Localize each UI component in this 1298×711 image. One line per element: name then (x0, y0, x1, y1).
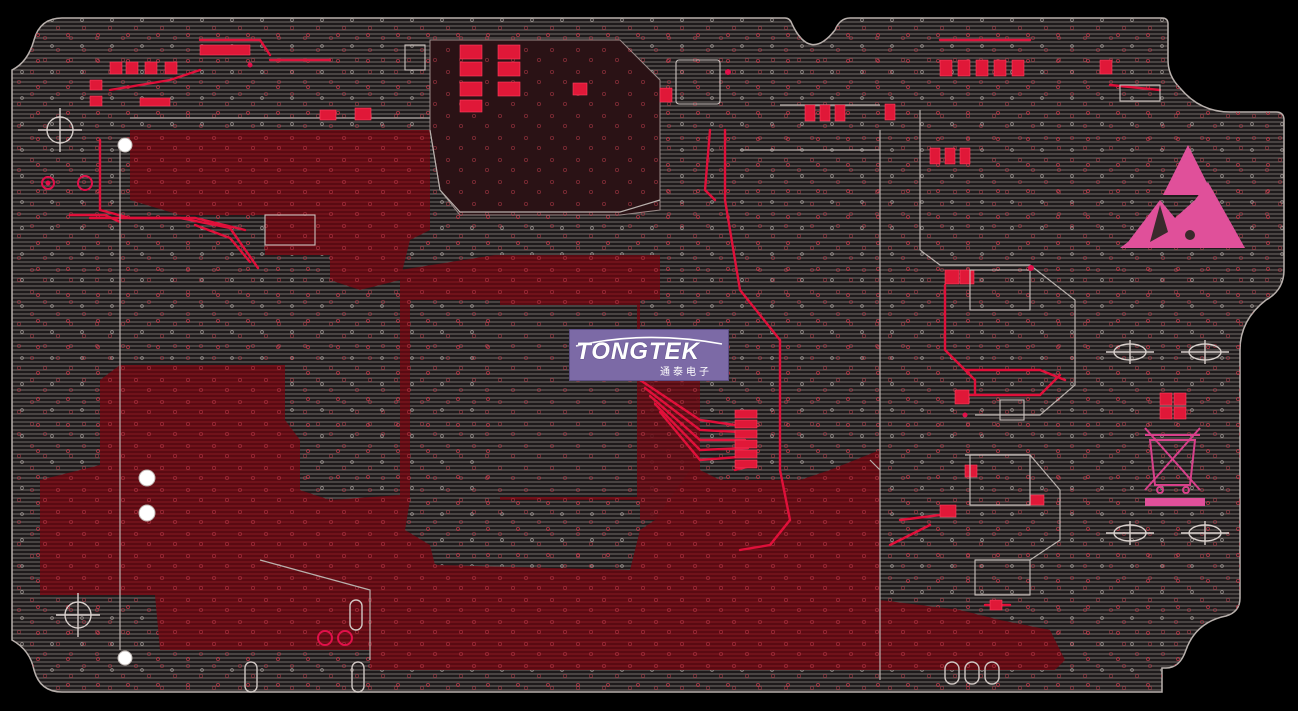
logo-brand-text: TONGTEK (576, 338, 700, 365)
weee-bar (1145, 498, 1205, 506)
component-outlines (264, 44, 1161, 596)
component-pads (89, 44, 1187, 611)
fiducial-marker-icon (38, 108, 1229, 637)
tongtek-logo: TONGTEK 通泰电子 (569, 329, 729, 381)
bottom-connectors (244, 599, 1000, 693)
weee-bin-icon (1144, 427, 1201, 494)
through-holes (117, 137, 156, 666)
esd-warning-icon (1120, 145, 1245, 248)
logo-subtitle-text: 通泰电子 (660, 367, 712, 378)
test-pads (41, 175, 353, 646)
logo-swoosh-icon (575, 336, 723, 347)
